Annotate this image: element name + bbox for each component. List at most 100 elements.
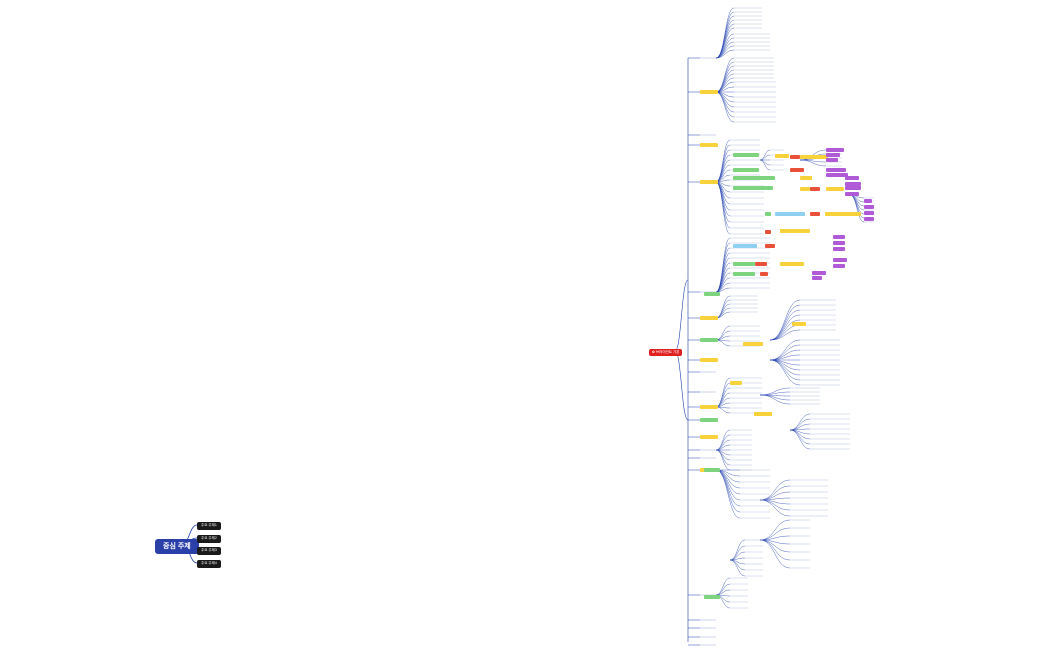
branch-tag-node[interactable] bbox=[845, 186, 861, 190]
branch-tag-node[interactable] bbox=[826, 173, 848, 177]
branch-tag-node[interactable] bbox=[755, 262, 767, 266]
subtopic-node-4[interactable]: 주요 주제4 bbox=[197, 560, 221, 568]
level1-branch-node[interactable] bbox=[700, 418, 718, 422]
branch-tag-node[interactable] bbox=[780, 262, 804, 266]
sub-branch-link bbox=[769, 319, 801, 341]
branch-tag-node[interactable] bbox=[765, 212, 771, 216]
sub-branch-link bbox=[715, 49, 735, 59]
sub-branch-link bbox=[715, 242, 731, 293]
branch-tag-node[interactable] bbox=[765, 230, 771, 234]
sub-branch-link bbox=[789, 418, 811, 431]
branch-tag-node[interactable] bbox=[754, 412, 772, 416]
level1-branch-node[interactable] bbox=[700, 316, 718, 320]
sub-branch-link bbox=[789, 429, 811, 440]
sub-branch-link bbox=[715, 61, 735, 93]
branch-tag-node[interactable] bbox=[733, 168, 759, 172]
branch-tag-node[interactable] bbox=[704, 468, 720, 472]
sub-branch-link bbox=[715, 299, 731, 319]
branch-tag-node[interactable] bbox=[826, 168, 846, 172]
subtopic-node-2[interactable]: 주요 주제2 bbox=[197, 535, 221, 543]
branch-tag-node[interactable] bbox=[826, 187, 844, 191]
sub-branch-link bbox=[715, 81, 735, 93]
branch-tag-node[interactable] bbox=[733, 176, 775, 180]
branch-tag-node[interactable] bbox=[733, 186, 773, 190]
branch-tag-node[interactable] bbox=[845, 182, 861, 186]
branch-tag-node[interactable] bbox=[760, 272, 768, 276]
sub-branch-link bbox=[759, 485, 791, 501]
level1-branch-node[interactable] bbox=[700, 338, 718, 342]
sub-branch-link bbox=[769, 349, 801, 361]
level1-branch-node[interactable] bbox=[700, 143, 718, 147]
branch-tag-node[interactable] bbox=[733, 244, 757, 248]
branch-tag-node[interactable] bbox=[790, 155, 800, 159]
branch-tag-node[interactable] bbox=[733, 153, 759, 157]
level1-branch-node[interactable] bbox=[700, 435, 718, 439]
sub-branch-link bbox=[715, 295, 731, 319]
sub-branch-link bbox=[715, 91, 735, 123]
branch-tag-node[interactable] bbox=[730, 381, 742, 385]
sub-branch-link bbox=[759, 499, 791, 511]
branch-tag-node[interactable] bbox=[810, 212, 820, 216]
branch-tag-node[interactable] bbox=[833, 258, 847, 262]
central-topic-node[interactable]: 중심 주제 bbox=[155, 539, 199, 554]
sub-branch-link bbox=[769, 329, 801, 341]
branch-tag-node[interactable] bbox=[775, 212, 805, 216]
branch-tag-node[interactable] bbox=[812, 271, 826, 275]
sub-branch-link bbox=[715, 469, 741, 513]
branch-tag-node[interactable] bbox=[864, 205, 874, 209]
root-to-spine-link bbox=[674, 279, 689, 352]
branch-tag-node[interactable] bbox=[833, 264, 845, 268]
sub-branch-link bbox=[769, 339, 801, 361]
branch-tag-node[interactable] bbox=[800, 155, 828, 159]
level1-branch-node[interactable] bbox=[700, 90, 718, 94]
sub-branch-link bbox=[769, 359, 801, 381]
branch-tag-node[interactable] bbox=[765, 244, 775, 248]
branch-tag-node[interactable] bbox=[790, 168, 804, 172]
subtopic-node-3[interactable]: 주요 주제3 bbox=[197, 547, 221, 555]
branch-tag-node[interactable] bbox=[792, 322, 806, 326]
subtopic-node-1[interactable]: 주요 주제1 bbox=[197, 522, 221, 530]
branch-tag-node[interactable] bbox=[812, 276, 822, 280]
branch-tag-node[interactable] bbox=[800, 187, 810, 191]
branch-tag-node[interactable] bbox=[704, 292, 720, 296]
branch-tag-node[interactable] bbox=[864, 199, 872, 203]
branch-tag-node[interactable] bbox=[826, 148, 844, 152]
branch-tag-node[interactable] bbox=[733, 262, 755, 266]
branch-tag-node[interactable] bbox=[743, 342, 763, 346]
branch-tag-node[interactable] bbox=[825, 212, 861, 216]
large-map-root-node[interactable]: ✿ 브라이언트 기본 bbox=[649, 349, 683, 356]
sub-branch-link bbox=[715, 303, 731, 319]
sub-branch-link bbox=[715, 181, 731, 223]
branch-tag-node[interactable] bbox=[833, 247, 845, 251]
branch-tag-node[interactable] bbox=[800, 176, 812, 180]
branch-tag-node[interactable] bbox=[845, 192, 859, 196]
sub-branch-link bbox=[789, 429, 811, 450]
sub-branch-link bbox=[715, 382, 731, 408]
branch-tag-node[interactable] bbox=[864, 217, 874, 221]
level1-branch-node[interactable] bbox=[700, 358, 718, 362]
sub-branch-link bbox=[715, 449, 731, 471]
sub-branch-link bbox=[759, 539, 791, 561]
branch-tag-node[interactable] bbox=[810, 187, 820, 191]
sub-branch-link bbox=[729, 559, 746, 571]
sub-branch-link bbox=[769, 314, 801, 341]
branch-tag-node[interactable] bbox=[826, 153, 840, 157]
sub-branch-link bbox=[715, 469, 741, 519]
sub-branch-link bbox=[799, 159, 827, 167]
sub-branch-link bbox=[729, 539, 746, 561]
sub-branch-link bbox=[789, 413, 811, 431]
level1-branch-node[interactable] bbox=[700, 405, 718, 409]
branch-tag-node[interactable] bbox=[775, 154, 789, 158]
branch-tag-node[interactable] bbox=[826, 158, 838, 162]
sub-branch-link bbox=[715, 247, 731, 293]
branch-tag-node[interactable] bbox=[704, 595, 720, 599]
sub-branch-link bbox=[715, 287, 731, 293]
branch-tag-node[interactable] bbox=[845, 176, 859, 180]
level1-branch-node[interactable] bbox=[700, 180, 718, 184]
branch-tag-node[interactable] bbox=[833, 241, 845, 245]
sub-branch-link bbox=[759, 394, 791, 405]
branch-tag-node[interactable] bbox=[833, 235, 845, 239]
branch-tag-node[interactable] bbox=[864, 211, 874, 215]
branch-tag-node[interactable] bbox=[733, 272, 755, 276]
branch-tag-node[interactable] bbox=[780, 229, 810, 233]
